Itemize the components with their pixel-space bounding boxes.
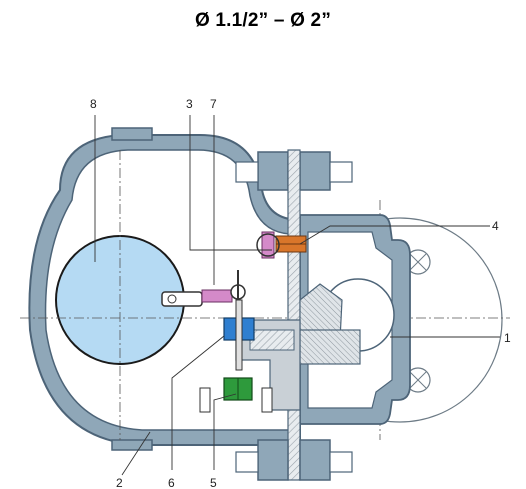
callout-7: 7 xyxy=(210,97,217,111)
valve-seat-block xyxy=(235,283,361,411)
valve-seat-green xyxy=(199,377,273,413)
callout-1: 1 xyxy=(504,331,511,345)
cover-block xyxy=(299,214,411,425)
air-vent-element xyxy=(256,231,307,259)
callout-4: 4 xyxy=(492,219,499,233)
leader-lines xyxy=(94,115,500,476)
valve-stem-blue xyxy=(223,299,255,371)
callout-5: 5 xyxy=(210,476,217,489)
callout-3: 3 xyxy=(186,97,193,111)
float-lever xyxy=(161,270,246,307)
callout-6: 6 xyxy=(168,476,175,489)
callout-8: 8 xyxy=(90,97,97,111)
callout-2: 2 xyxy=(116,476,123,489)
diagram-title: Ø 1.1/2” – Ø 2” xyxy=(194,10,332,31)
